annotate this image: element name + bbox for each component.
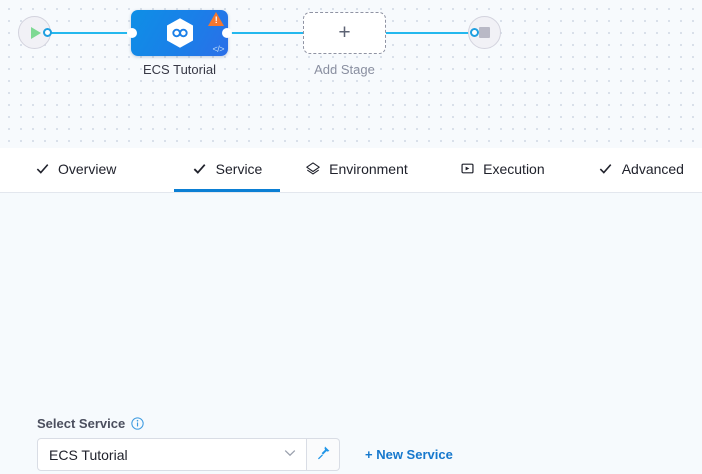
- warning-badge-text: !: [214, 15, 218, 25]
- select-service-label: Select Service: [37, 416, 144, 431]
- stage-node-label: ECS Tutorial: [143, 62, 216, 77]
- stage-tab-bar: Overview Service Environment: [0, 148, 702, 193]
- pipeline-end-node[interactable]: [468, 16, 501, 49]
- stage-output-port[interactable]: [222, 28, 232, 38]
- tab-environment-label: Environment: [329, 160, 408, 177]
- pin-service-button[interactable]: [307, 438, 340, 471]
- add-stage-label: Add Stage: [314, 62, 375, 77]
- check-icon: [192, 161, 208, 177]
- tab-execution-label: Execution: [483, 160, 545, 177]
- connector-wire-add-to-end: [386, 32, 476, 34]
- code-brackets-icon: </>: [212, 44, 224, 54]
- warning-triangle-icon: [208, 12, 224, 26]
- end-node-input-port[interactable]: [470, 28, 479, 37]
- tab-advanced[interactable]: Advanced: [580, 148, 702, 192]
- tab-execution[interactable]: Execution: [441, 148, 562, 192]
- service-select-dropdown[interactable]: ECS Tutorial: [37, 438, 307, 471]
- tab-service[interactable]: Service: [173, 148, 281, 192]
- select-service-row: ECS Tutorial: [37, 438, 340, 471]
- hexagon-infinity-icon: [165, 17, 195, 49]
- info-icon[interactable]: [131, 417, 144, 430]
- tab-service-label: Service: [215, 160, 263, 177]
- layers-icon: [305, 161, 321, 177]
- play-icon: [31, 26, 41, 39]
- tab-environment[interactable]: Environment: [287, 148, 426, 192]
- stage-node-ecs-tutorial[interactable]: ! </>: [131, 10, 228, 56]
- connector-wire-start-to-stage: [46, 32, 132, 34]
- service-panel: Select Service ECS Tutorial: [0, 193, 702, 474]
- add-stage-button[interactable]: +: [303, 12, 386, 54]
- new-service-link[interactable]: + New Service: [365, 447, 453, 462]
- select-service-label-text: Select Service: [37, 416, 126, 431]
- service-select-value: ECS Tutorial: [49, 446, 128, 463]
- start-node-output-port[interactable]: [43, 28, 52, 37]
- stage-input-port[interactable]: [127, 28, 137, 38]
- execution-icon: [459, 161, 475, 177]
- connector-wire-stage-to-add: [227, 32, 303, 34]
- pin-icon: [316, 445, 331, 465]
- check-icon: [598, 161, 614, 177]
- tab-overview[interactable]: Overview: [16, 148, 134, 192]
- tab-overview-label: Overview: [58, 160, 117, 177]
- stop-icon: [479, 27, 490, 38]
- pipeline-canvas[interactable]: ! </> ECS Tutorial + Add Stage: [0, 0, 702, 148]
- chevron-down-icon: [284, 449, 296, 460]
- plus-icon: +: [338, 21, 351, 44]
- tab-advanced-label: Advanced: [621, 160, 684, 177]
- check-icon: [34, 161, 50, 177]
